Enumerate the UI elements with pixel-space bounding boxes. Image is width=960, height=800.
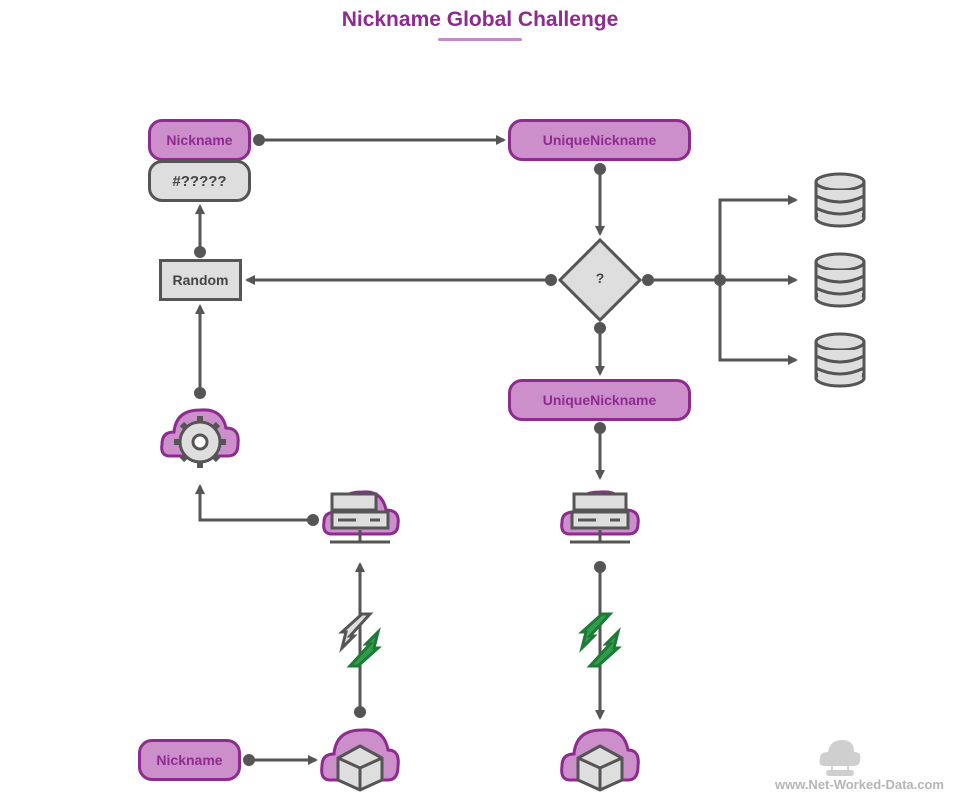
edge-server-to-gear [195, 484, 319, 526]
database-icon [814, 172, 866, 228]
cloud-gear-icon [160, 408, 240, 468]
unique-nickname-node-mid: UniqueNickname [508, 379, 691, 421]
unique-nickname-node-top: UniqueNickname [508, 119, 691, 161]
nickname-node-bottom: Nickname [138, 739, 241, 781]
edge-client-to-server [354, 562, 366, 718]
random-node: Random [159, 259, 242, 301]
server-cloud-icon [560, 490, 640, 544]
edge-decision-to-databases [642, 195, 798, 365]
database-icon [814, 252, 866, 308]
diagram-title: Nickname Global Challenge [341, 8, 619, 31]
database-icon [814, 332, 866, 388]
sync-arrows-icon [578, 612, 622, 668]
logo-cloud-icon [819, 740, 861, 776]
edge-server-to-client [594, 561, 606, 720]
edge-nickname-to-client [243, 754, 318, 766]
edge-decision-to-random [245, 274, 557, 286]
watermark-text: www.Net-Worked-Data.com [774, 777, 944, 792]
edge-nickname-to-unique [253, 134, 506, 146]
nickname-node-top: Nickname [148, 119, 251, 161]
title-underline [438, 38, 522, 41]
edge-unique-mid-to-server [594, 422, 606, 480]
decision-label: ? [595, 270, 605, 286]
decision-diamond [557, 237, 643, 323]
edge-gear-to-random [194, 304, 206, 399]
sync-arrows-icon [338, 612, 382, 668]
hash-suffix-node: #????? [148, 160, 251, 202]
edge-decision-to-unique-mid [594, 322, 606, 376]
client-cloud-icon [560, 728, 640, 792]
edge-unique-to-decision [594, 163, 606, 236]
server-cloud-icon [322, 490, 400, 544]
client-cloud-icon [320, 728, 400, 792]
edge-random-to-hash [194, 204, 206, 258]
